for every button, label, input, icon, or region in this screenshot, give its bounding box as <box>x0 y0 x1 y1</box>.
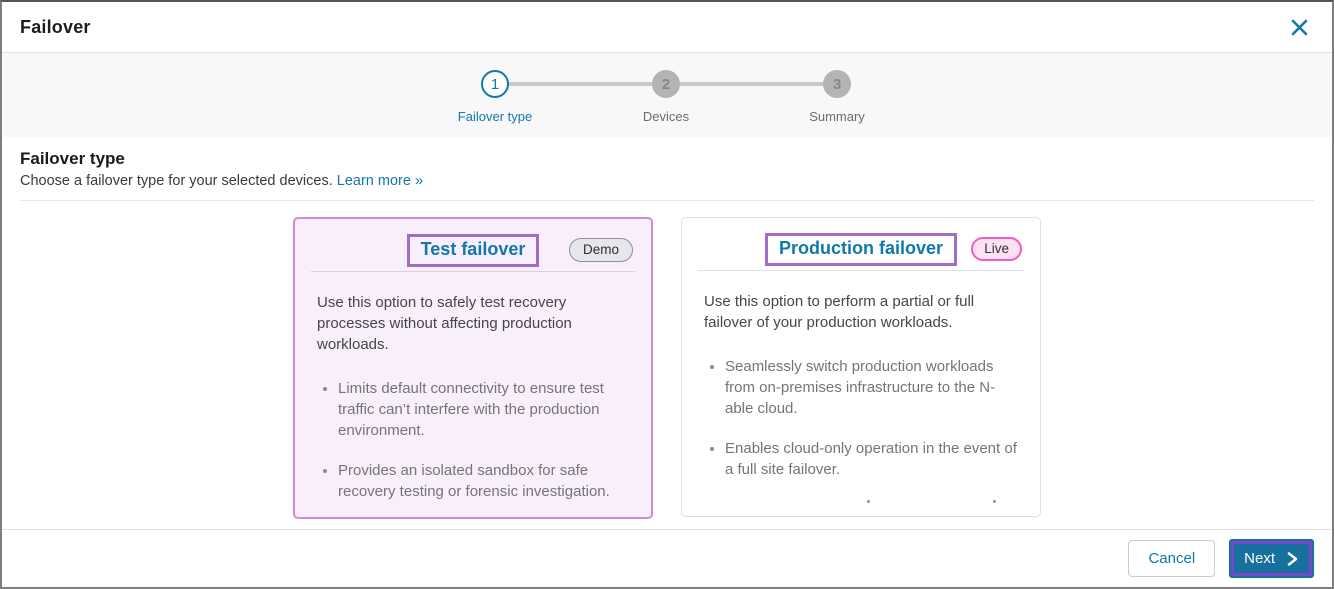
bullet-item: Seamlessly switch production workloads f… <box>725 356 1018 419</box>
cancel-button[interactable]: Cancel <box>1128 540 1216 577</box>
bullet-item: Enables cloud-only operation in the even… <box>725 438 1018 480</box>
failover-type-options: Test failover Demo Use this option to sa… <box>2 217 1332 519</box>
bullet-item: Provides an isolated sandbox for safe re… <box>338 460 629 502</box>
step-1-circle: 1 <box>481 70 509 98</box>
step-connector <box>507 82 654 86</box>
section-header: Failover type Choose a failover type for… <box>2 137 1332 201</box>
dialog-title: Failover <box>20 16 91 37</box>
card-bullet-list: Seamlessly switch production workloads f… <box>704 356 1018 480</box>
card-intro: Use this option to safely test recovery … <box>317 294 572 353</box>
section-subtitle: Choose a failover type for your selected… <box>20 173 1314 189</box>
card-intro: Use this option to perform a partial or … <box>704 293 975 331</box>
demo-badge: Demo <box>568 238 633 262</box>
dialog-footer: Cancel Next <box>2 529 1332 587</box>
card-header: Test failover Demo <box>311 219 635 272</box>
step-1-label: Failover type <box>457 109 533 124</box>
stepper-band: 1 2 3 Failover type Devices Summary <box>2 53 1332 137</box>
step-3-label: Summary <box>809 109 865 124</box>
bullet-item: Limits default connectivity to ensure te… <box>338 378 629 441</box>
dialog-header: Failover <box>2 2 1332 53</box>
next-button[interactable]: Next <box>1229 539 1314 578</box>
card-title: Test failover <box>420 239 526 259</box>
subtitle-text: Choose a failover type for your selected… <box>20 173 333 189</box>
annotation-highlight-box: Test failover <box>406 234 540 267</box>
next-button-label: Next <box>1244 550 1275 567</box>
step-2-circle: 2 <box>652 70 680 98</box>
step-2-label: Devices <box>642 109 690 124</box>
card-body: Use this option to safely test recovery … <box>295 272 651 502</box>
card-bullet-list: Limits default connectivity to ensure te… <box>317 378 629 502</box>
card-body: Use this option to perform a partial or … <box>682 271 1040 480</box>
section-title: Failover type <box>20 149 125 168</box>
step-connector <box>678 82 825 86</box>
section-divider <box>20 200 1314 201</box>
wizard-stepper: 1 2 3 Failover type Devices Summary <box>317 53 1017 137</box>
step-3-circle: 3 <box>823 70 851 98</box>
clipped-text-hint <box>682 500 1040 503</box>
live-badge: Live <box>971 237 1022 261</box>
learn-more-link[interactable]: Learn more » <box>336 173 424 189</box>
card-title: Production failover <box>778 238 944 258</box>
test-failover-card[interactable]: Test failover Demo Use this option to sa… <box>293 217 653 519</box>
annotation-highlight-box: Production failover <box>764 233 958 266</box>
chevron-right-icon <box>1287 551 1298 566</box>
close-icon[interactable] <box>1287 15 1312 40</box>
card-header: Production failover Live <box>698 218 1024 271</box>
production-failover-card[interactable]: Production failover Live Use this option… <box>681 217 1041 517</box>
